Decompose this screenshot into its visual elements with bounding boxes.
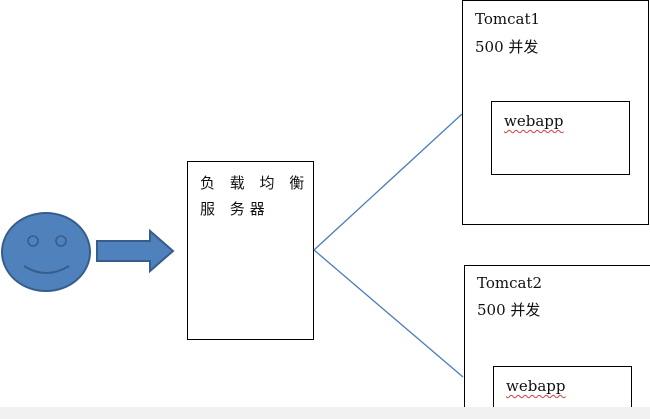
user-smiley-icon [1,212,91,292]
tomcat1-concurrency: 500 并发 [475,38,539,56]
tomcat1-title: Tomcat1 [475,10,541,28]
tomcat2-concurrency: 500 并发 [477,301,541,319]
tomcat1-webapp-box [491,101,630,175]
request-arrow [96,228,175,274]
load-balancer-box [187,161,314,340]
connector-line-tomcat2 [313,249,464,378]
tomcat2-webapp-label: webapp [506,377,566,395]
tomcat1-webapp-label: webapp [504,112,564,130]
connector-line-tomcat1 [313,113,463,251]
load-balancer-label: 负 载 均 衡 服 务器 [200,174,310,218]
tomcat2-title: Tomcat2 [477,274,543,292]
bottom-edge-strip [0,407,650,419]
